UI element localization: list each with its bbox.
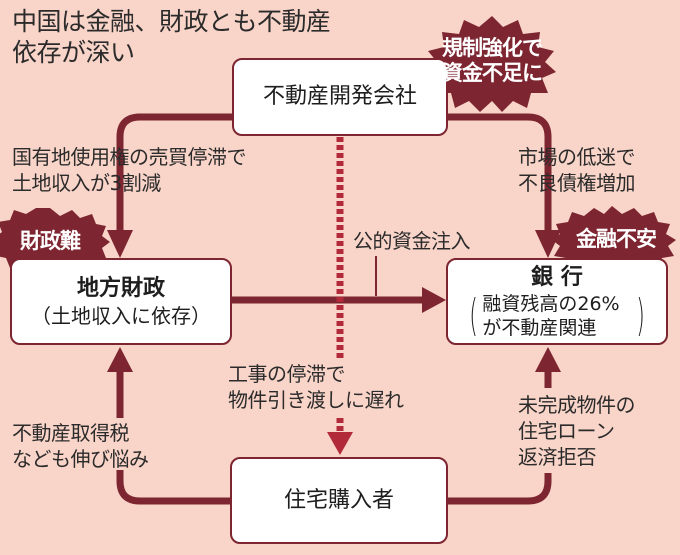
bank-paren-close: ): [635, 289, 645, 341]
arrow-developer-to-local: [116, 113, 232, 232]
arrowhead-developer-to-local: [107, 230, 133, 258]
edge-label-buyer-to-local-line-2: なども伸び悩み: [12, 447, 149, 471]
edge-label-local-to-bank: 公的資金注入: [353, 229, 471, 253]
node-bank-label: 銀 行: [531, 264, 583, 290]
diagram-title: 中国は金融、財政とも不動産 依存が深い: [12, 6, 331, 68]
node-bank-sub-line-1: 融資残高の26%: [482, 292, 620, 315]
burst-local-finance-shape: [0, 208, 110, 272]
edge-label-buyer-to-local: 不動産取得税 なども伸び悩み: [12, 420, 149, 472]
burst-bank: 金融不安: [576, 227, 657, 251]
burst-bank-shape: [552, 206, 676, 272]
title-line-1: 中国は金融、財政とも不動産: [12, 7, 331, 36]
node-bank-sub-line-2: が不動産関連: [482, 316, 597, 339]
arrowhead-buyer-to-local: [107, 347, 133, 372]
burst-developer: 規制強化で 資金不足に: [438, 36, 546, 86]
node-bank: 銀 行 ( 融資残高の26% が不動産関連 ): [446, 258, 668, 345]
arrow-buyer-to-bank: [446, 473, 552, 505]
edge-label-developer-to-buyer-line-2: 物件引き渡しに遅れ: [228, 388, 404, 412]
edge-label-developer-to-local-line-1: 国有地使用権の売買停滞で: [12, 145, 247, 169]
arrowhead-buyer-to-bank: [535, 347, 561, 372]
burst-developer-line-2: 資金不足に: [442, 61, 543, 85]
node-homebuyer: 住宅購入者: [230, 457, 448, 544]
arrowhead-developer-to-bank: [535, 230, 561, 258]
node-developer: 不動産開発会社: [232, 58, 448, 136]
edge-label-developer-to-buyer: 工事の停滞で 物件引き渡しに遅れ: [228, 361, 404, 413]
edge-label-developer-to-local: 国有地使用権の売買停滞で 土地収入が3割減: [12, 144, 247, 196]
edge-label-buyer-to-bank-line-3: 返済拒否: [518, 445, 597, 469]
edge-label-developer-to-bank: 市場の低迷で 不良債権増加: [518, 144, 636, 196]
node-developer-label: 不動産開発会社: [262, 84, 417, 109]
arrowhead-developer-to-buyer: [327, 432, 353, 455]
node-homebuyer-label: 住宅購入者: [283, 487, 394, 513]
edge-label-buyer-to-bank-line-2: 住宅ローン: [518, 419, 615, 443]
burst-developer-line-1: 規制強化で: [442, 36, 543, 60]
arrow-buyer-to-local: [116, 470, 232, 505]
edge-label-buyer-to-bank: 未完成物件の 住宅ローン 返済拒否: [518, 392, 636, 470]
node-local-finance-label: 地方財政: [76, 275, 165, 301]
edge-label-developer-to-local-line-2: 土地収入が3割減: [12, 171, 161, 195]
edge-label-buyer-to-local-line-1: 不動産取得税: [12, 421, 129, 445]
node-bank-sub: ( 融資残高の26% が不動産関連 ): [465, 292, 649, 340]
bank-paren-open: (: [469, 289, 479, 341]
arrowhead-local-to-bank: [422, 287, 446, 313]
node-local-finance-sub: （土地収入に依存）: [31, 303, 211, 328]
arrow-developer-to-bank: [446, 113, 552, 232]
edge-label-developer-to-buyer-line-1: 工事の停滞で: [228, 362, 345, 386]
burst-developer-shape: [426, 16, 556, 112]
edge-label-buyer-to-bank-line-1: 未完成物件の: [518, 393, 636, 417]
node-local-finance: 地方財政 （土地収入に依存）: [10, 258, 232, 345]
title-line-2: 依存が深い: [12, 38, 135, 67]
edge-label-developer-to-bank-line-2: 不良債権増加: [518, 171, 636, 195]
edge-label-developer-to-bank-line-1: 市場の低迷で: [518, 145, 636, 169]
burst-local-finance: 財政難: [20, 229, 81, 253]
